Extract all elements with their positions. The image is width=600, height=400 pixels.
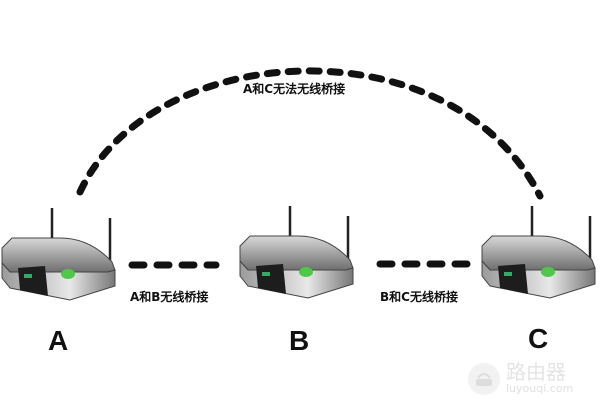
link-a-c-dashed-arc <box>76 67 544 200</box>
label-b-c: B和C无线桥接 <box>380 290 458 304</box>
node-label-b: B <box>289 325 310 356</box>
node-label-a: A <box>48 325 69 356</box>
router-logo-icon <box>468 362 500 395</box>
node-label-c: C <box>528 323 549 354</box>
router-c-icon <box>480 204 597 300</box>
label-a-b: A和B无线桥接 <box>130 290 209 304</box>
router-b-icon <box>238 204 355 300</box>
label-a-c: A和C无法无线桥接 <box>243 82 346 96</box>
router-a-icon <box>0 206 117 302</box>
watermark-url: luyouqi.com <box>506 382 574 395</box>
watermark-title: 路由器 <box>506 360 566 384</box>
watermark: 路由器 luyouqi.com <box>468 362 573 395</box>
